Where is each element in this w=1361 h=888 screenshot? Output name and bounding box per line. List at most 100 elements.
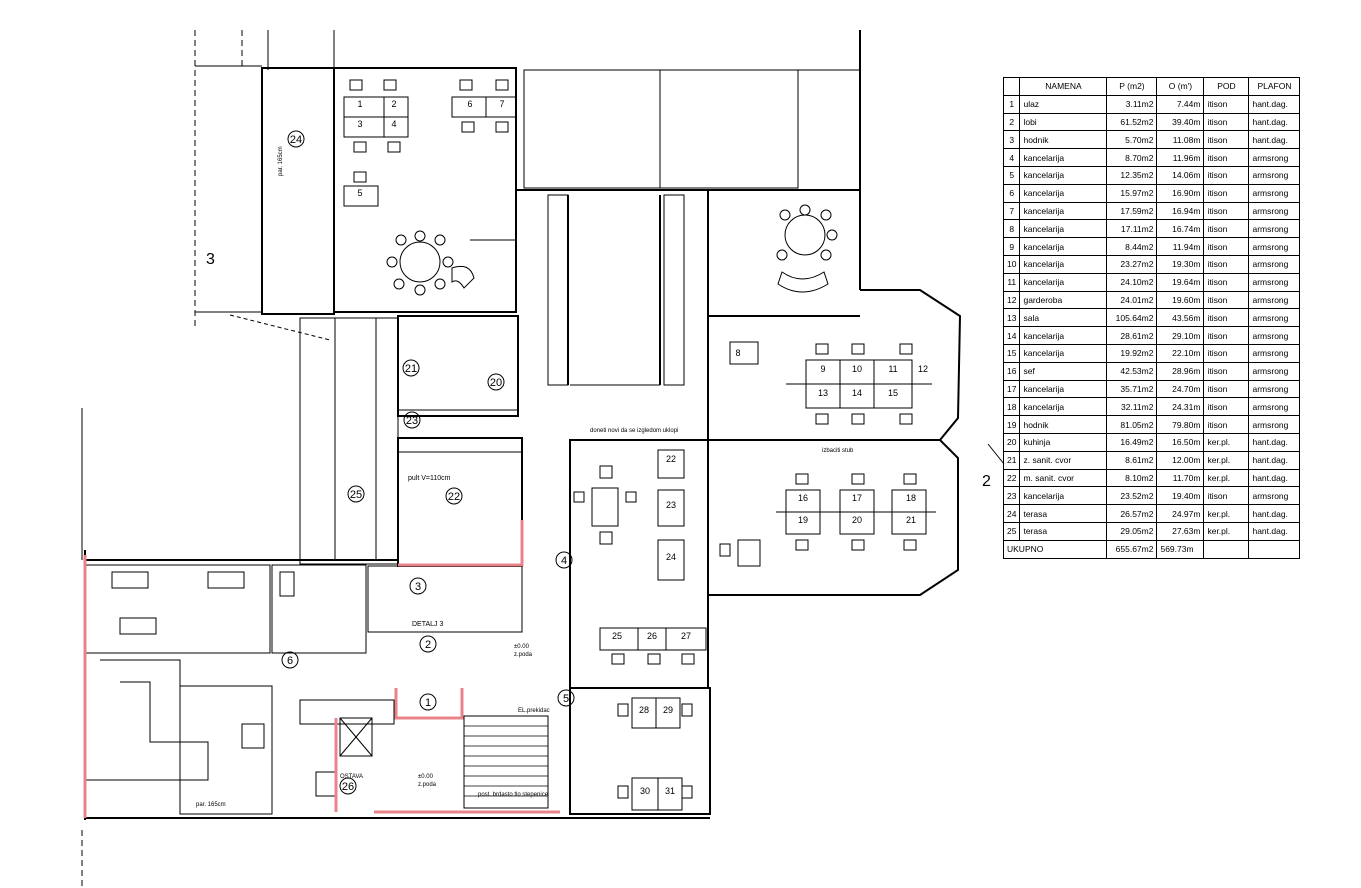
- circle-marker: [487, 373, 505, 391]
- circle-marker: [281, 651, 299, 669]
- row-number: 14: [1002, 326, 1021, 345]
- circle-marker: [402, 359, 420, 377]
- room-number: 7: [499, 99, 504, 109]
- room-number: 20: [852, 515, 862, 525]
- row-perimeter: 16.50m: [1156, 432, 1205, 452]
- row-floor: itison: [1203, 112, 1250, 132]
- total-area: 655.67m2: [1106, 539, 1158, 559]
- row-number: 8: [1002, 219, 1021, 239]
- circle-number: 6: [287, 655, 293, 667]
- room-number: 1: [357, 99, 362, 109]
- circle-marker: [419, 693, 437, 711]
- row-number: 7: [1002, 201, 1021, 221]
- row-ceiling: hant.dag.: [1248, 504, 1301, 523]
- row-ceiling: armsrong: [1248, 219, 1301, 239]
- row-perimeter: 11.96m: [1156, 148, 1205, 167]
- row-perimeter: 79.80m: [1156, 415, 1205, 434]
- row-floor: itison: [1203, 361, 1250, 381]
- row-ceiling: armsrong: [1248, 397, 1301, 417]
- row-area: 17.11m2: [1106, 219, 1158, 239]
- room-number: 27: [681, 631, 691, 641]
- row-ceiling: hant.dag.: [1248, 130, 1301, 150]
- circle-marker: [287, 130, 305, 148]
- room-number: 29: [663, 705, 673, 715]
- row-area: 42.53m2: [1106, 361, 1158, 381]
- row-name: kancelarija: [1019, 486, 1108, 506]
- row-area: 19.92m2: [1106, 343, 1158, 363]
- row-ceiling: armsrong: [1248, 326, 1301, 345]
- row-floor: itison: [1203, 343, 1250, 363]
- row-ceiling: hant.dag.: [1248, 432, 1301, 452]
- row-ceiling: armsrong: [1248, 486, 1301, 506]
- row-number: 18: [1002, 397, 1021, 417]
- row-floor: itison: [1203, 201, 1250, 221]
- row-floor: itison: [1203, 183, 1250, 203]
- row-area: 24.10m2: [1106, 272, 1158, 292]
- row-name: kancelarija: [1019, 219, 1108, 239]
- row-perimeter: 19.40m: [1156, 486, 1205, 506]
- room-number: 25: [612, 631, 622, 641]
- row-area: 23.52m2: [1106, 486, 1158, 506]
- row-floor: itison: [1203, 219, 1250, 239]
- row-number: 13: [1002, 308, 1021, 328]
- row-floor: itison: [1203, 130, 1250, 150]
- stair-annotation: post. brdasto tlo stepenice: [478, 792, 549, 798]
- row-name: kancelarija: [1019, 201, 1108, 221]
- circle-marker: [347, 485, 365, 503]
- room-number: 21: [906, 515, 916, 525]
- row-name: z. sanit. cvor: [1019, 450, 1108, 470]
- row-perimeter: 12.00m: [1156, 450, 1205, 470]
- row-area: 26.57m2: [1106, 504, 1158, 523]
- level-1: ±0.00: [514, 644, 530, 650]
- room-number: 8: [735, 348, 740, 358]
- row-name: kancelarija: [1019, 183, 1108, 203]
- row-floor: itison: [1203, 254, 1250, 274]
- row-ceiling: armsrong: [1248, 361, 1301, 381]
- row-ceiling: armsrong: [1248, 343, 1301, 363]
- total-label: UKUPNO: [1002, 539, 1108, 559]
- row-name: garderoba: [1019, 290, 1108, 310]
- row-floor: ker.pl.: [1203, 521, 1250, 541]
- row-ceiling: armsrong: [1248, 415, 1301, 434]
- row-ceiling: hant.dag.: [1248, 94, 1301, 114]
- level-2-sub: z.poda: [418, 782, 437, 788]
- row-area: 17.59m2: [1106, 201, 1158, 221]
- row-ceiling: armsrong: [1248, 148, 1301, 167]
- room-number: 26: [647, 631, 657, 641]
- row-ceiling: hant.dag.: [1248, 450, 1301, 470]
- circle-number: 2: [425, 639, 431, 651]
- row-name: hodnik: [1019, 130, 1108, 150]
- circle-number: 26: [342, 781, 354, 793]
- row-number: 2: [1002, 112, 1021, 132]
- row-area: 61.52m2: [1106, 112, 1158, 132]
- row-name: kancelarija: [1019, 272, 1108, 292]
- circle-number: 24: [290, 134, 302, 146]
- level-2: ±0.00: [418, 774, 434, 780]
- circle-marker: [445, 487, 463, 505]
- room-number: 30: [640, 786, 650, 796]
- row-number: 24: [1002, 504, 1021, 523]
- row-perimeter: 22.10m: [1156, 343, 1205, 363]
- row-area: 15.97m2: [1106, 183, 1158, 203]
- row-floor: itison: [1203, 165, 1250, 185]
- circle-marker: [339, 777, 357, 795]
- row-area: 5.70m2: [1106, 130, 1158, 150]
- room-number: 17: [852, 493, 862, 503]
- row-name: kancelarija: [1019, 254, 1108, 274]
